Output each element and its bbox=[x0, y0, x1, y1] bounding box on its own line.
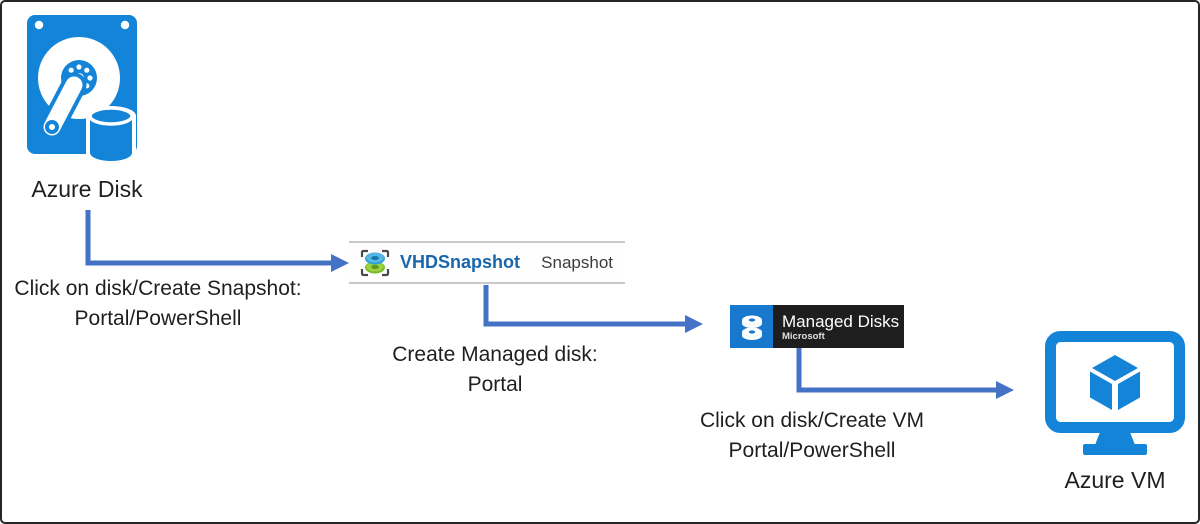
azure-disk-icon bbox=[27, 15, 137, 163]
snapshot-disks-icon bbox=[360, 249, 390, 276]
vm-monitor-cube-icon bbox=[1045, 331, 1185, 455]
managed-disks-badge: Managed Disks Microsoft bbox=[730, 305, 904, 348]
step1-line1: Click on disk/Create Snapshot: bbox=[14, 277, 302, 300]
step2-line2: Portal bbox=[467, 373, 523, 396]
step2-label: Create Managed disk: Portal bbox=[380, 340, 610, 400]
vhd-snapshot-type: Snapshot bbox=[541, 252, 613, 272]
managed-disks-icon-box bbox=[730, 305, 773, 348]
step3-line1: Click on disk/Create VM bbox=[699, 409, 925, 432]
step1-label: Click on disk/Create Snapshot: Portal/Po… bbox=[2, 274, 314, 334]
disk-stack-icon bbox=[741, 315, 762, 340]
managed-disks-text: Managed Disks Microsoft bbox=[773, 305, 904, 348]
managed-disks-publisher: Microsoft bbox=[782, 330, 825, 342]
arrow-manageddisk-to-vm bbox=[796, 348, 1014, 399]
step3-label: Click on disk/Create VM Portal/PowerShel… bbox=[692, 406, 932, 466]
azure-vm-label: Azure VM bbox=[1064, 467, 1166, 493]
arrow-snapshot-to-manageddisk bbox=[483, 285, 703, 333]
azure-disk-label: Azure Disk bbox=[31, 176, 143, 202]
step1-line2: Portal/PowerShell bbox=[74, 307, 242, 330]
step2-line1: Create Managed disk: bbox=[392, 343, 598, 366]
vhd-snapshot-name: VHDSnapshot bbox=[400, 252, 521, 272]
managed-disks-title: Managed Disks bbox=[782, 311, 900, 331]
step3-line2: Portal/PowerShell bbox=[728, 439, 896, 462]
arrow-disk-to-snapshot bbox=[85, 210, 349, 272]
vhd-snapshot-row: VHDSnapshot Snapshot bbox=[349, 241, 625, 284]
